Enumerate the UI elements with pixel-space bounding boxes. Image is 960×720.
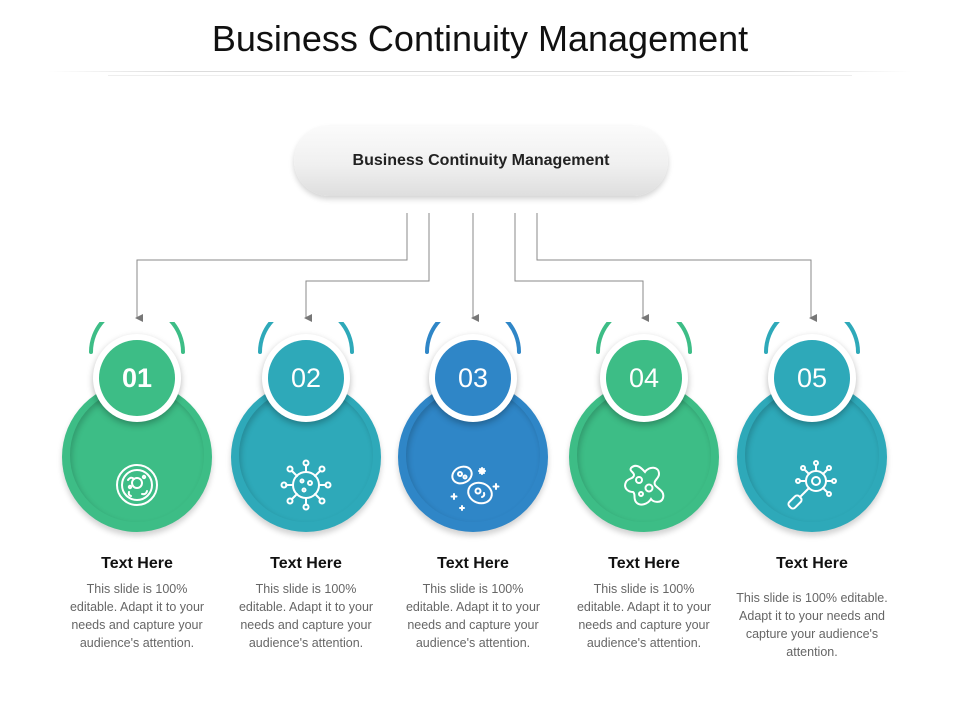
slide-title: Business Continuity Management: [211, 18, 749, 59]
step-heading: Text Here: [270, 555, 342, 572]
step-number-badge: 01: [93, 334, 181, 422]
step-01: 01 Text Here This slide is 100% editable…: [52, 0, 222, 720]
cell-icon: [116, 464, 158, 506]
connector-05: [536, 213, 817, 322]
center-node: Business Continuity Management: [294, 126, 668, 196]
bacteria-icon: [450, 465, 500, 511]
step-02: 02 Text Here This slide is 100% editable…: [221, 0, 391, 720]
step-arc: [258, 322, 354, 354]
step-number: 05: [774, 340, 850, 416]
step-heading: Text Here: [608, 555, 680, 572]
virus-icon: [280, 459, 332, 511]
step-arc: [596, 322, 692, 354]
center-node-label: Business Continuity Management: [352, 152, 610, 169]
step-number: 04: [606, 340, 682, 416]
microbe-icon: [624, 464, 665, 506]
step-number: 03: [435, 340, 511, 416]
title-divider: [48, 71, 912, 72]
connector-04: [514, 213, 649, 322]
step-05: 05 Text Here This slide is 100% editable…: [727, 0, 897, 720]
step-heading: Text Here: [101, 555, 173, 572]
connector-01: [135, 213, 408, 322]
step-heading: Text Here: [437, 555, 509, 572]
step-heading: Text Here: [776, 555, 848, 572]
step-04: 04 Text Here This slide is 100% editable…: [559, 0, 729, 720]
step-arc: [425, 322, 521, 354]
step-number-badge: 02: [262, 334, 350, 422]
step-number: 01: [99, 340, 175, 416]
connector-02: [304, 213, 430, 322]
step-description: This slide is 100% editable. Adapt it to…: [238, 582, 374, 650]
step-description: This slide is 100% editable. Adapt it to…: [69, 582, 205, 650]
step-description: This slide is 100% editable. Adapt it to…: [576, 582, 712, 650]
step-03: 03 Text Here This slide is 100% editable…: [388, 0, 558, 720]
step-number-badge: 04: [600, 334, 688, 422]
step-arc: [89, 322, 185, 354]
step-number-badge: 05: [768, 334, 856, 422]
magnifier-microbe-icon: [787, 460, 837, 510]
title-divider-secondary: [108, 75, 852, 76]
step-number: 02: [268, 340, 344, 416]
step-description: This slide is 100% editable. Adapt it to…: [405, 582, 541, 650]
step-number-badge: 03: [429, 334, 517, 422]
step-description: This slide is 100% editable. Adapt it to…: [736, 591, 888, 659]
step-arc: [764, 322, 860, 354]
